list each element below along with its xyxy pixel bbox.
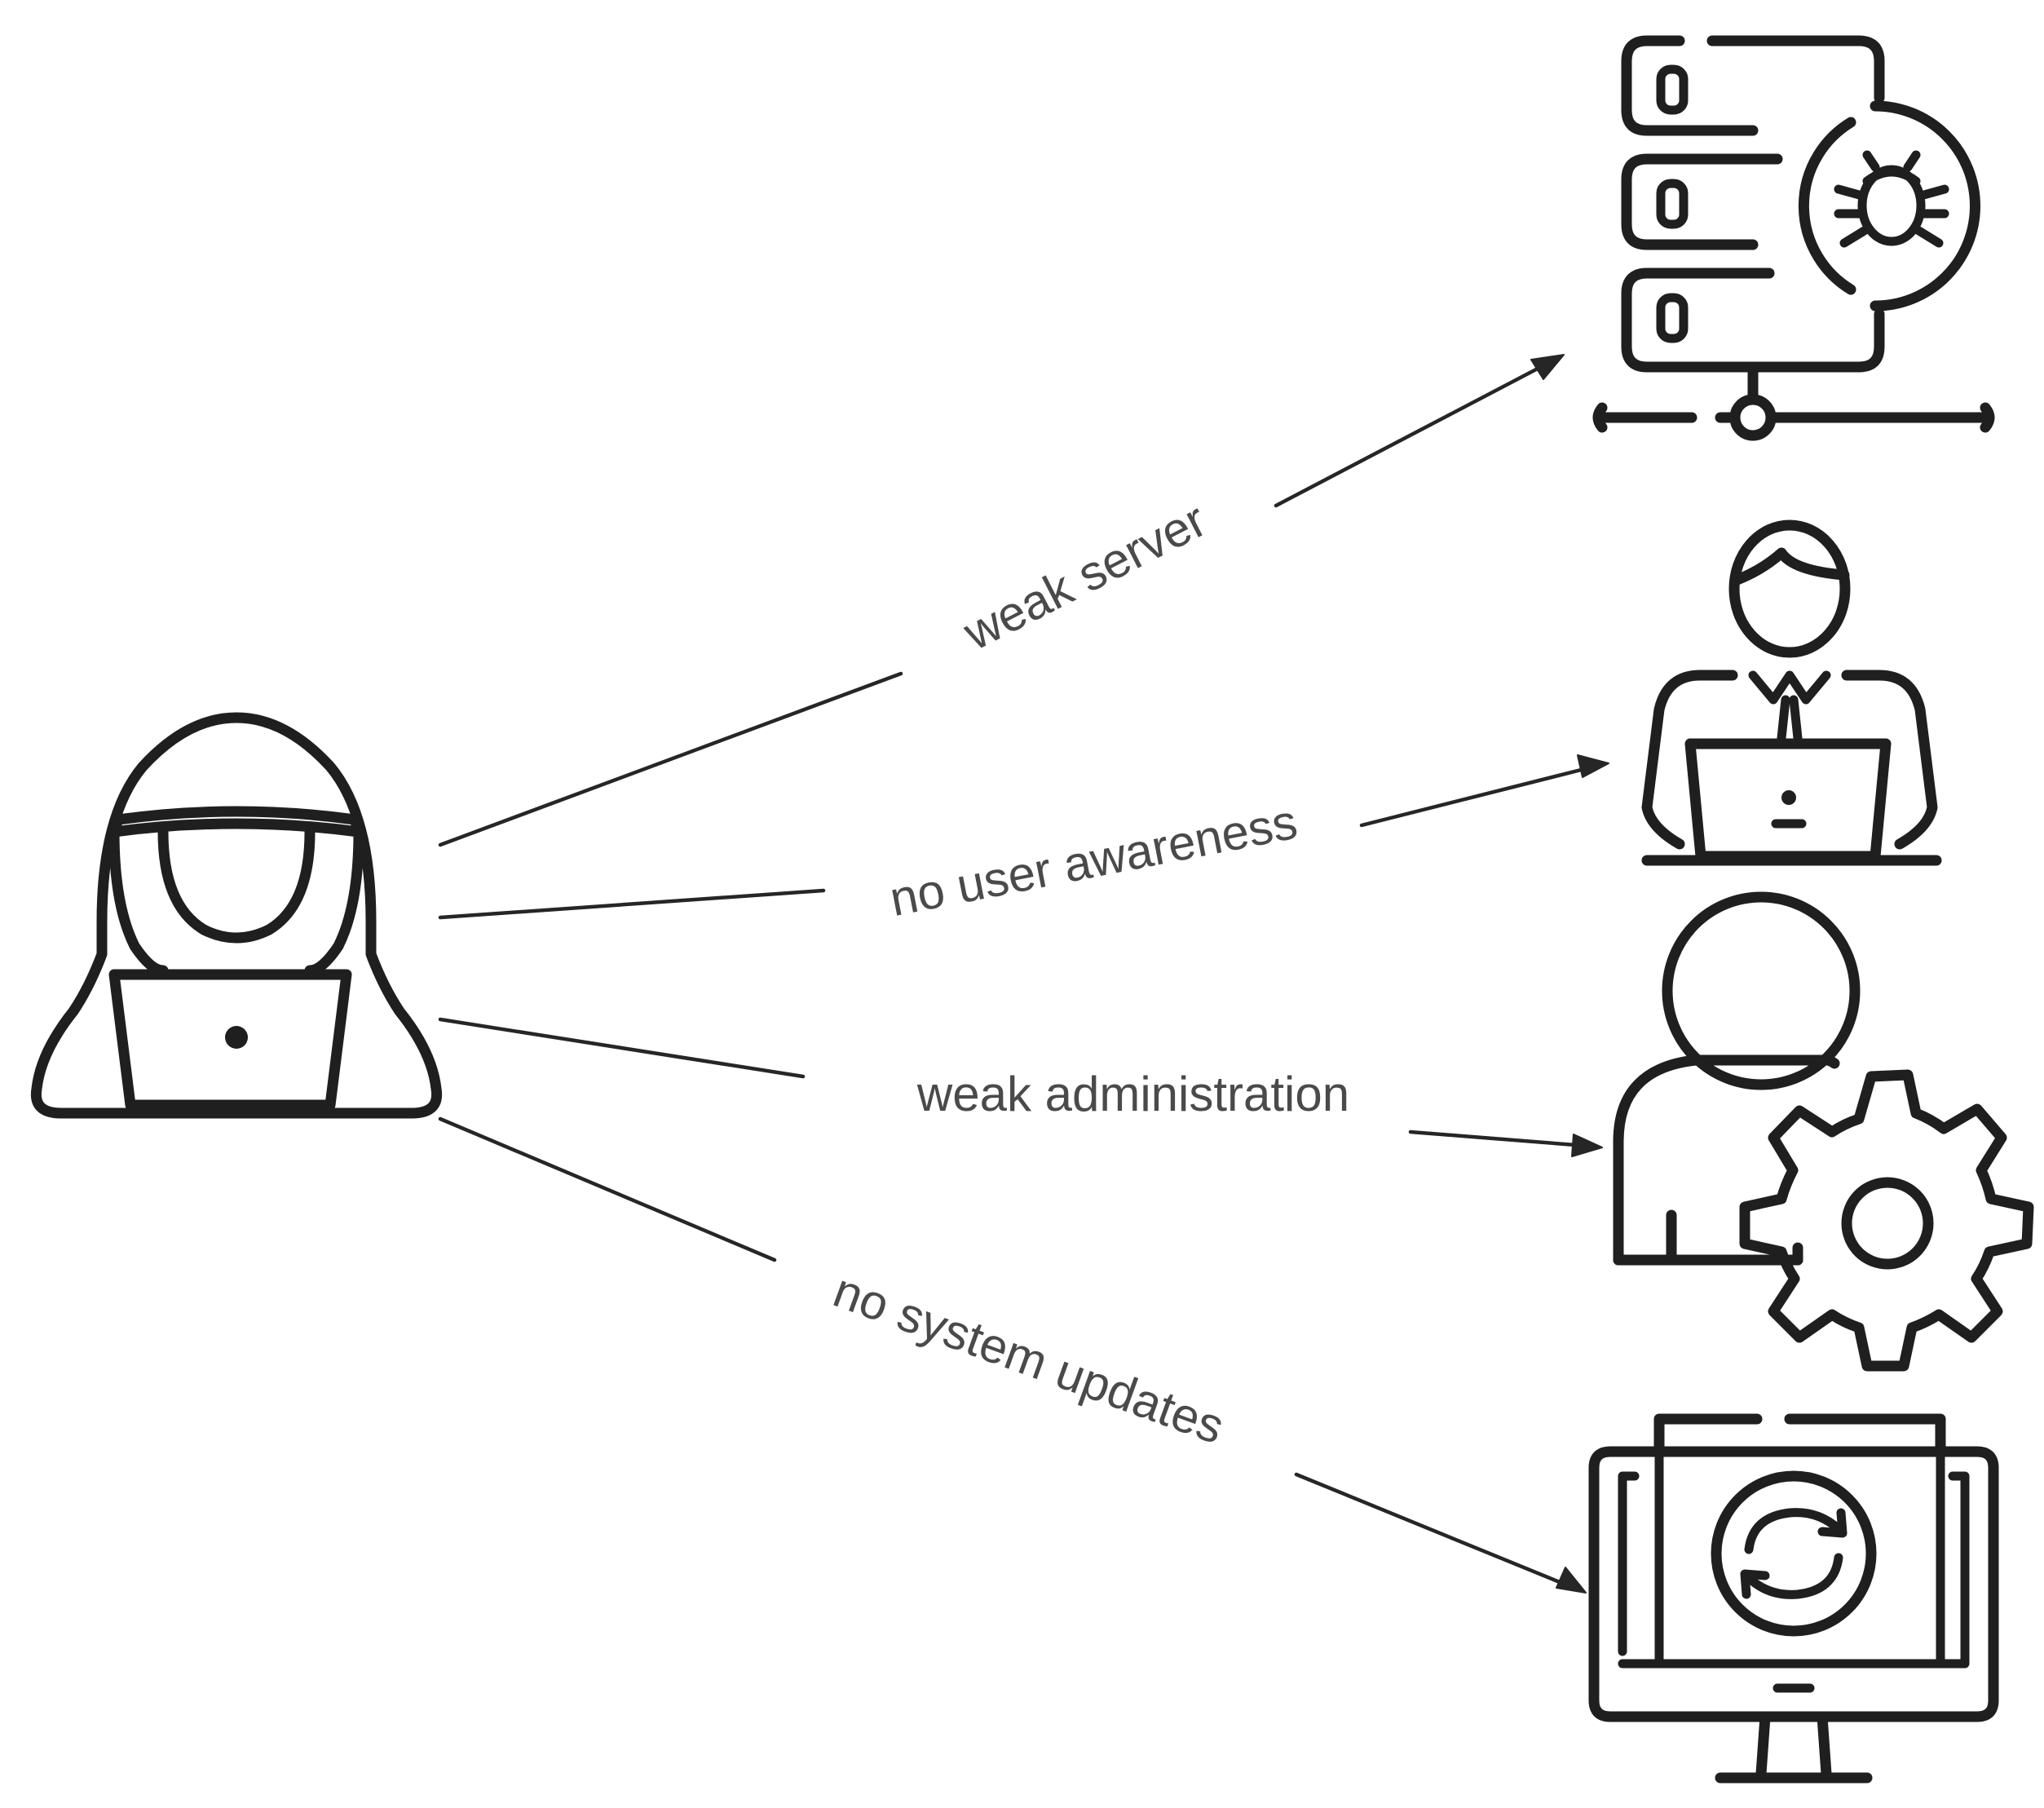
- edge-no-system-updates: [438, 1116, 1587, 1594]
- arrowhead: [1571, 1134, 1603, 1157]
- label-weak-server: weak server: [955, 492, 1215, 661]
- label-no-user-awareness: no user awareness: [885, 794, 1301, 927]
- user-laptop-icon: [1641, 519, 1942, 866]
- arrowhead: [1577, 754, 1609, 778]
- admin-gear-icon: [1613, 891, 2034, 1372]
- label-weak-administration: weak administration: [916, 1067, 1349, 1121]
- arrowhead: [1530, 354, 1565, 380]
- hacker-icon: [30, 712, 443, 1119]
- label-no-system-updates: no system updates: [827, 1262, 1231, 1454]
- arrowhead: [1556, 1567, 1587, 1594]
- edge-no-user-awareness: [438, 754, 1609, 920]
- server-bug-icon: [1592, 35, 1995, 441]
- edge-weak-server: [438, 354, 1565, 847]
- edge-weak-administration: [438, 1017, 1603, 1157]
- monitor-update-icon: [1588, 1413, 1999, 1784]
